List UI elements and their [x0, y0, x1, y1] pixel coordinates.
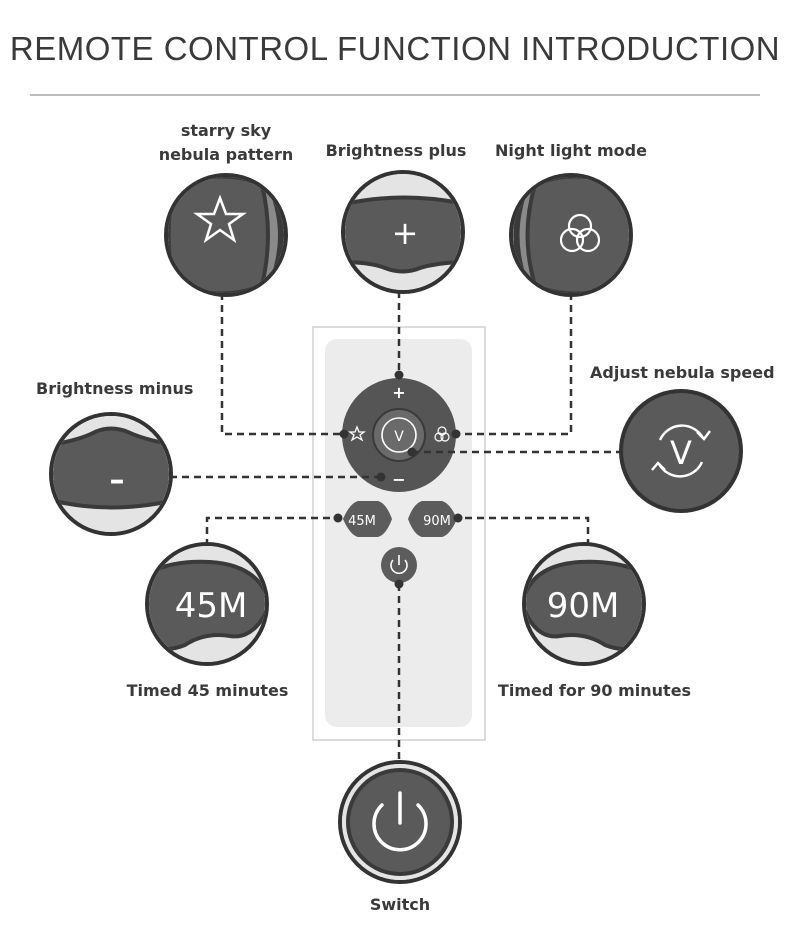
callout-brightness-plus: +	[340, 170, 470, 300]
callout-90m: 90M	[520, 544, 650, 675]
callout-switch	[335, 760, 465, 890]
plus-icon: +	[392, 214, 419, 252]
label-timed-90: Timed for 90 minutes	[497, 679, 692, 703]
t45-label: 45M	[175, 586, 248, 626]
remote-90m-label: 90M	[423, 514, 451, 529]
callout-brightness-minus: –	[50, 412, 180, 542]
label-starry-sky: starry sky nebula pattern	[146, 119, 306, 167]
callout-starry-sky	[160, 170, 300, 300]
label-adjust-speed: Adjust nebula speed	[590, 361, 780, 385]
label-starry-line1: starry sky	[146, 119, 306, 143]
label-starry-line2: nebula pattern	[146, 143, 306, 167]
label-night-light: Night light mode	[486, 139, 656, 163]
t90-label: 90M	[547, 586, 620, 626]
minus-icon: –	[110, 463, 125, 498]
remote-plus-button[interactable]: +	[392, 383, 405, 402]
label-brightness-plus: Brightness plus	[316, 139, 476, 163]
callout-45m: 45M	[145, 544, 275, 675]
label-timed-45: Timed 45 minutes	[120, 679, 295, 703]
remote-control: V + − 45M 90M	[313, 327, 485, 740]
speed-label: V	[670, 434, 692, 472]
callout-night-light	[505, 170, 645, 300]
remote-speed-label: V	[394, 429, 404, 445]
callout-speed: V	[621, 391, 741, 511]
label-brightness-minus: Brightness minus	[36, 377, 191, 401]
remote-minus-button[interactable]: −	[392, 470, 405, 489]
label-switch: Switch	[340, 893, 460, 917]
remote-45m-label: 45M	[348, 514, 376, 529]
